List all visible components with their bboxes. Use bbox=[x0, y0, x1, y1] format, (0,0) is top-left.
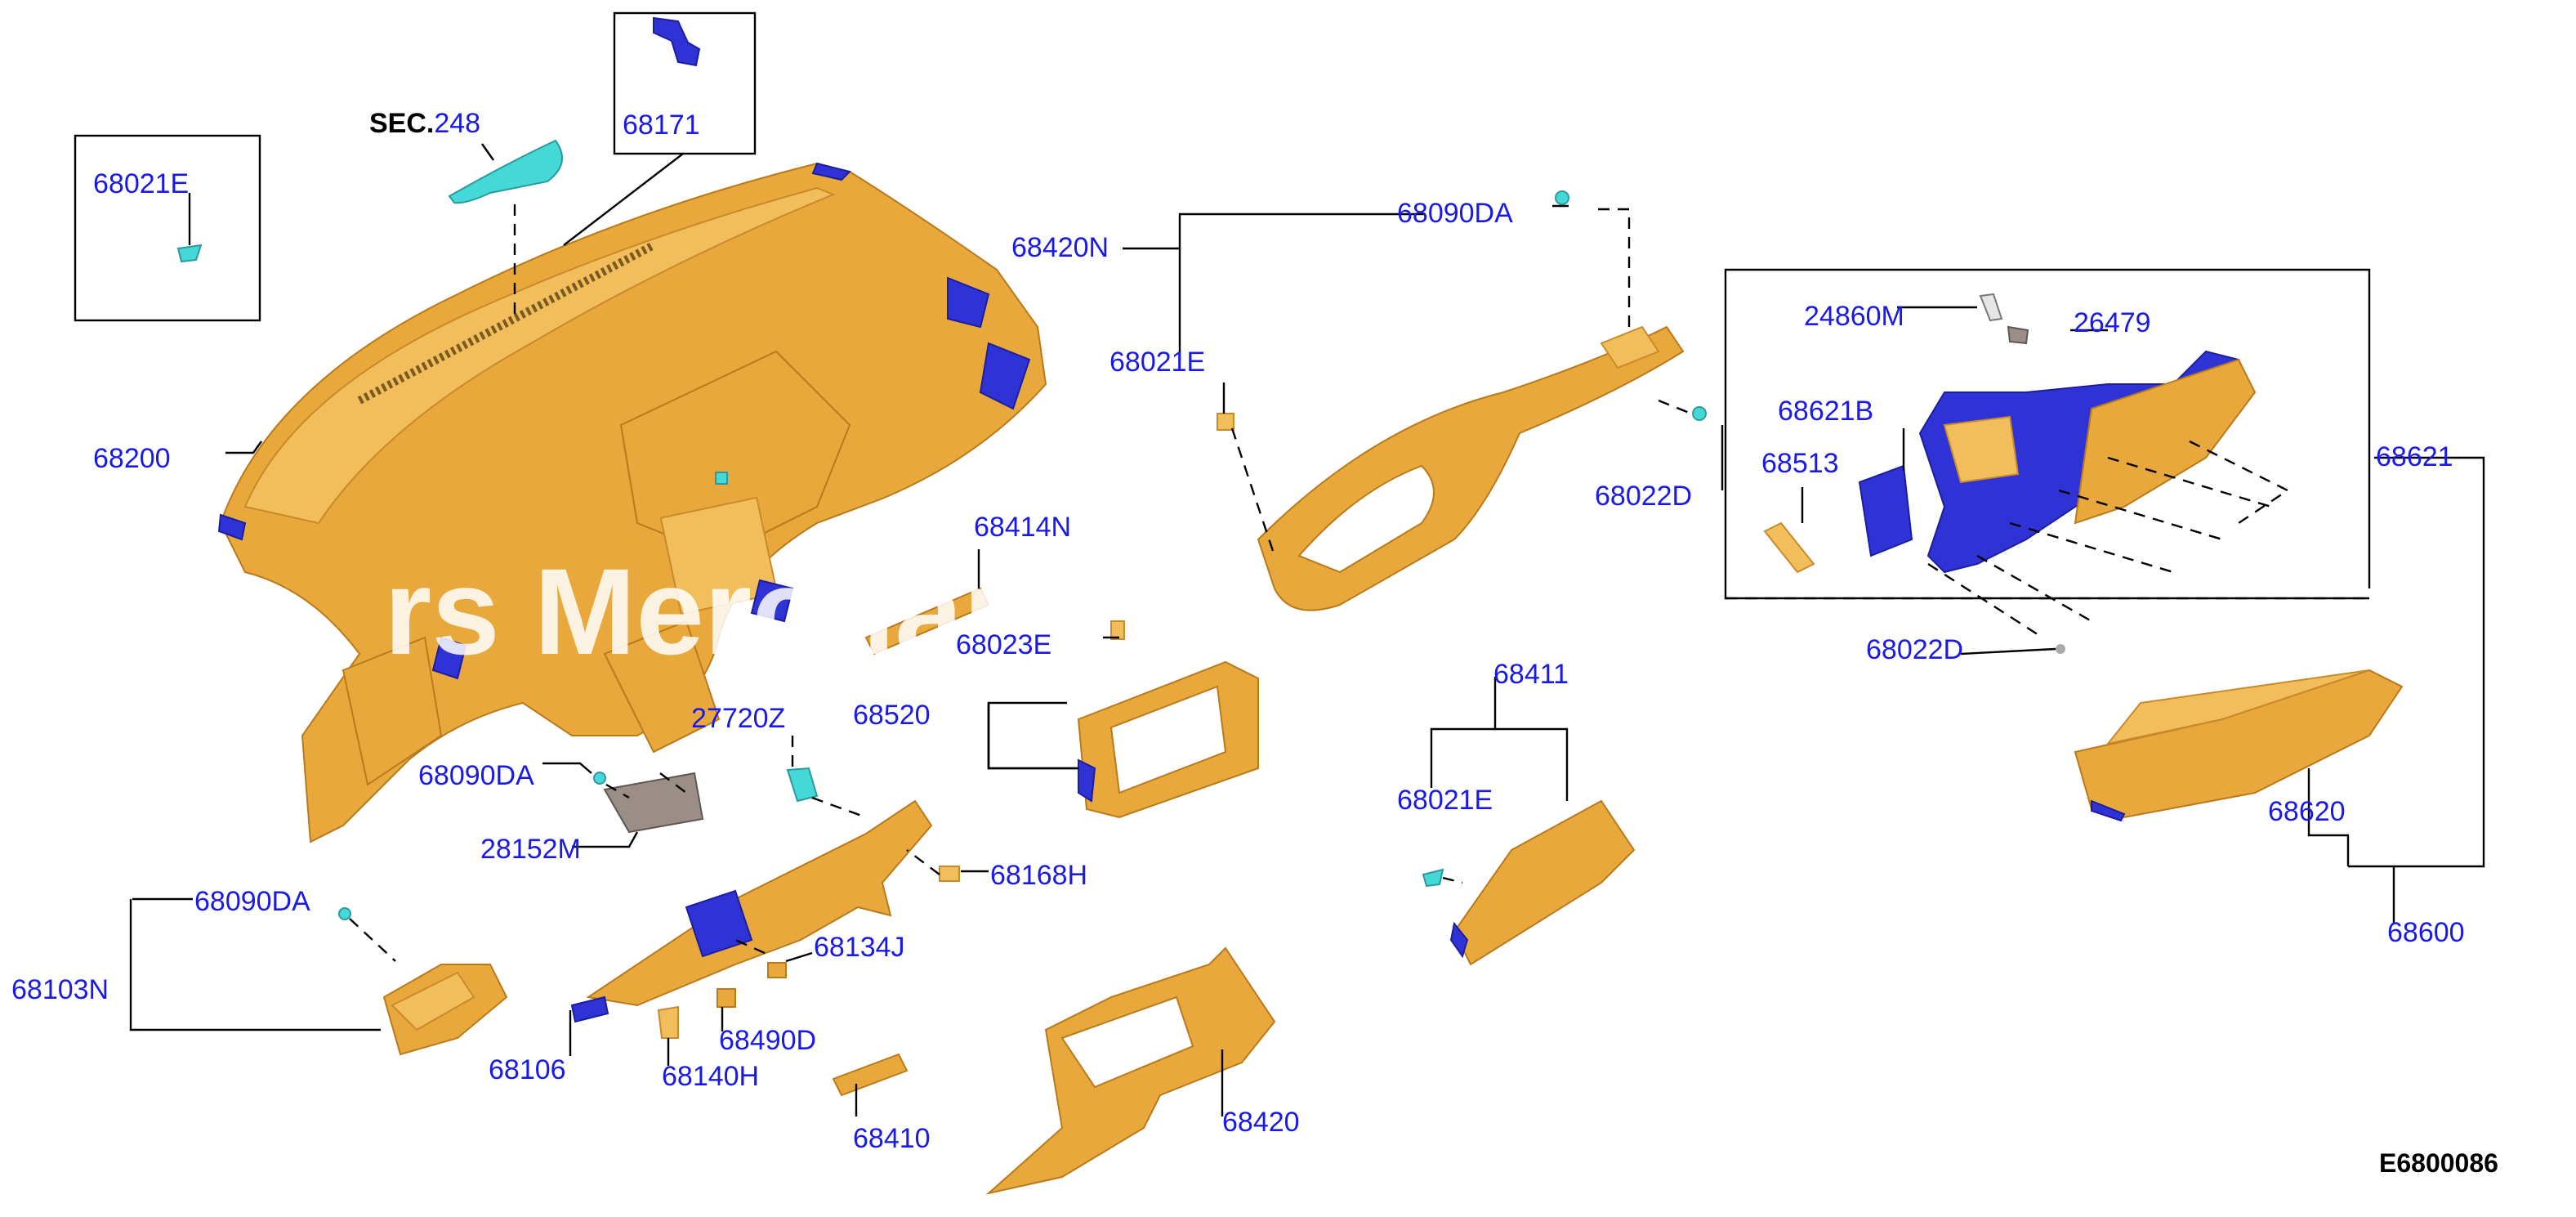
part-labels: 68021E 68171 68200 68420N 68090DA 68021E… bbox=[11, 110, 2465, 1154]
part-label-68021E-a[interactable]: 68021E bbox=[93, 168, 189, 199]
part-label-68140H[interactable]: 68140H bbox=[662, 1061, 759, 1092]
part-label-68513[interactable]: 68513 bbox=[1761, 448, 1839, 479]
part-label-68090DA-c[interactable]: 68090DA bbox=[194, 886, 310, 917]
vent-68414N bbox=[864, 587, 990, 655]
section-ref[interactable]: SEC.248 bbox=[369, 108, 480, 139]
part-label-68021E-b[interactable]: 68021E bbox=[1109, 347, 1205, 378]
finisher-68520 bbox=[1077, 660, 1259, 819]
clip-68021E-a bbox=[176, 244, 203, 263]
part-label-68171[interactable]: 68171 bbox=[623, 110, 700, 141]
dashboard-panel-68200 bbox=[217, 162, 1047, 843]
trim-68410 bbox=[832, 1053, 909, 1097]
clip-68021E-b bbox=[1217, 413, 1234, 431]
part-label-68620[interactable]: 68620 bbox=[2268, 796, 2346, 827]
clip-68022D-a bbox=[1692, 406, 1707, 421]
part-label-68414N[interactable]: 68414N bbox=[974, 512, 1071, 543]
screw-68090DA-c bbox=[338, 907, 351, 920]
part-label-68420[interactable]: 68420 bbox=[1222, 1107, 1300, 1138]
part-label-68420N[interactable]: 68420N bbox=[1011, 232, 1109, 263]
box-28152M bbox=[603, 772, 704, 834]
sensor-27720Z bbox=[786, 767, 819, 803]
part-label-68621[interactable]: 68621 bbox=[2376, 441, 2453, 472]
clip-68022D-b bbox=[2056, 644, 2065, 654]
detail-box-68171 bbox=[613, 11, 757, 155]
detail-box-68021E bbox=[74, 134, 261, 322]
part-label-68200[interactable]: 68200 bbox=[93, 443, 171, 474]
watermark: rs Merchan bbox=[384, 543, 1038, 680]
part-label-68021E-c[interactable]: 68021E bbox=[1397, 785, 1493, 816]
part-label-68022D-a[interactable]: 68022D bbox=[1595, 481, 1692, 512]
switch-24860M bbox=[1979, 293, 2003, 322]
part-label-68103N[interactable]: 68103N bbox=[11, 974, 109, 1005]
lamp-26479 bbox=[2007, 325, 2029, 345]
part-label-68022D-b[interactable]: 68022D bbox=[1866, 634, 1963, 665]
part-label-27720Z[interactable]: 27720Z bbox=[691, 703, 785, 734]
frame-68621 bbox=[1724, 268, 2371, 600]
switch-68168H bbox=[939, 866, 960, 882]
bracket-68171 bbox=[653, 16, 701, 67]
door-68621B bbox=[1858, 464, 1913, 557]
part-label-68106[interactable]: 68106 bbox=[489, 1054, 566, 1085]
clip-68021E-c bbox=[1422, 868, 1444, 888]
side-vent-68103N bbox=[382, 964, 508, 1056]
part-label-68090DA-a[interactable]: 68090DA bbox=[1397, 198, 1513, 229]
panel-68420N bbox=[1257, 325, 1685, 611]
part-label-68168H[interactable]: 68168H bbox=[990, 860, 1087, 891]
defroster-nozzle bbox=[448, 139, 563, 204]
trim-68140H bbox=[657, 1005, 679, 1039]
part-label-68134J[interactable]: 68134J bbox=[814, 932, 905, 963]
glove-box-housing-68621 bbox=[1918, 350, 2257, 574]
clip-68023E bbox=[1110, 620, 1125, 640]
part-label-68411[interactable]: 68411 bbox=[1493, 659, 1569, 690]
part-label-68621B[interactable]: 68621B bbox=[1778, 396, 1873, 427]
part-label-68520[interactable]: 68520 bbox=[853, 700, 931, 731]
diagram-code: E6800086 bbox=[2379, 1148, 2498, 1178]
part-label-24860M[interactable]: 24860M bbox=[1804, 301, 1904, 332]
part-label-68090DA-b[interactable]: 68090DA bbox=[418, 760, 534, 791]
part-label-68600[interactable]: 68600 bbox=[2387, 917, 2465, 948]
screw-68090DA-b bbox=[593, 772, 606, 785]
part-label-68410[interactable]: 68410 bbox=[853, 1123, 931, 1154]
lower-panel-68420 bbox=[985, 946, 1276, 1195]
damper-68513 bbox=[1763, 521, 1815, 574]
switch-68134J bbox=[767, 962, 787, 978]
part-label-28152M[interactable]: 28152M bbox=[480, 834, 581, 865]
leader-lines bbox=[129, 143, 2485, 1116]
switch-68490D bbox=[717, 988, 736, 1008]
glove-box-lid-68620 bbox=[2074, 669, 2404, 822]
glove-lid-68411 bbox=[1449, 799, 1636, 966]
cluster-lid-68106 bbox=[570, 799, 933, 1023]
screw-68090DA-a bbox=[1555, 190, 1569, 205]
part-label-68023E[interactable]: 68023E bbox=[956, 629, 1051, 660]
part-label-26479[interactable]: 26479 bbox=[2074, 307, 2151, 338]
part-label-68490D[interactable]: 68490D bbox=[719, 1025, 816, 1056]
